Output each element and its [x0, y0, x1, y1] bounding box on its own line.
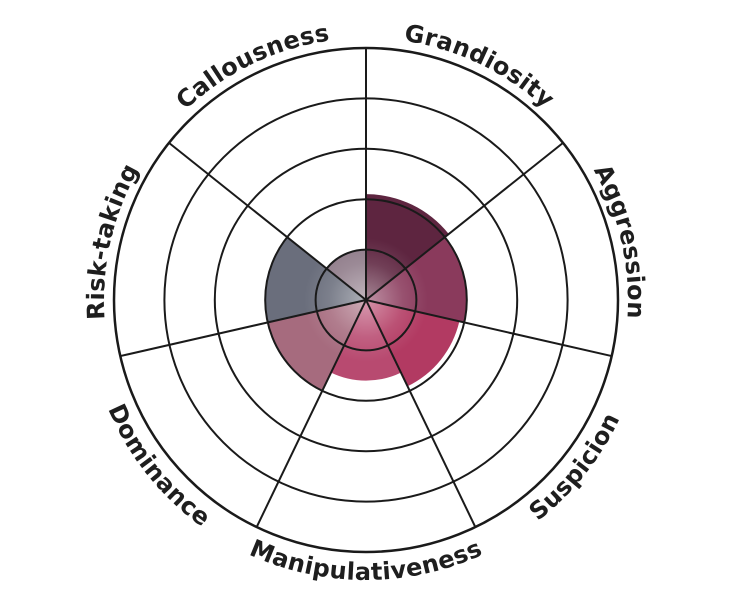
grid-spoke-7: [168, 142, 367, 301]
axis-label-suspicion: Suspicion: [524, 408, 626, 526]
axis-label-grandiosity: Grandiosity: [402, 19, 560, 114]
grid-spoke-5: [255, 299, 367, 528]
grid-spoke-4: [365, 299, 477, 528]
grid-layer: [112, 46, 620, 554]
axis-label-manipulativeness: Manipulativeness: [246, 534, 486, 586]
grid-spoke-3: [365, 299, 612, 358]
grid-spoke-6: [120, 299, 367, 358]
grid-spoke-2: [365, 142, 564, 301]
axis-label-callousness: Callousness: [171, 19, 332, 115]
axis-label-dominance: Dominance: [102, 400, 215, 533]
